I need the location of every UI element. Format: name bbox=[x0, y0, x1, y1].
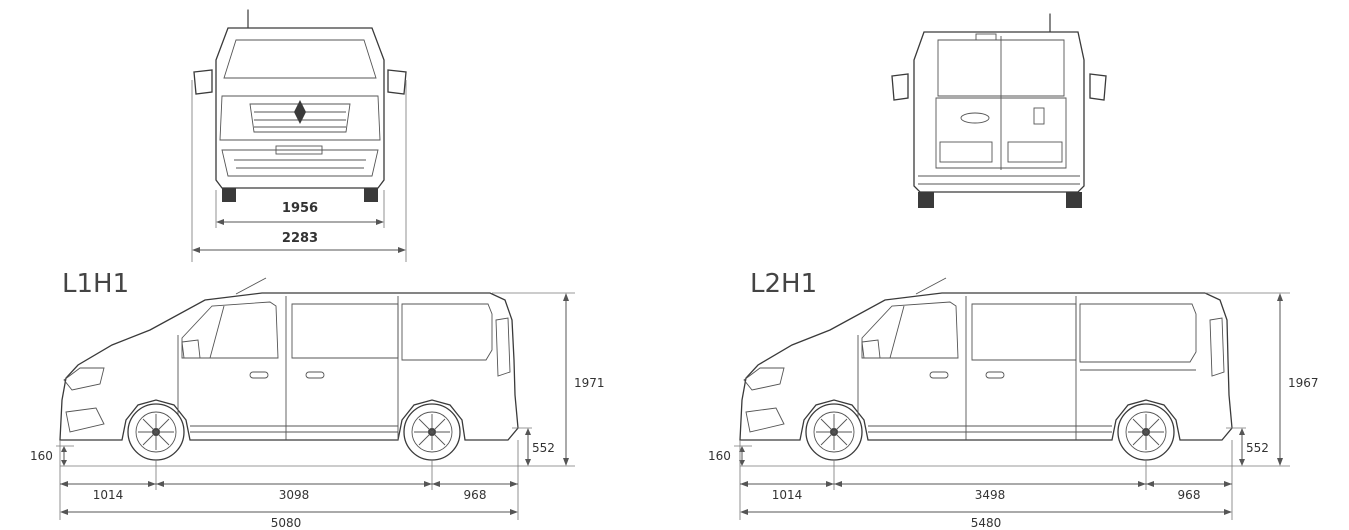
sill-height-dimension-l2h1: 552 bbox=[1226, 427, 1269, 466]
front-track-dimension: 1956 bbox=[215, 190, 385, 228]
overall-width-label: 2283 bbox=[282, 231, 318, 246]
side-view-van-l2h1 bbox=[739, 277, 1233, 461]
rear-overhang-label-l1h1: 968 bbox=[464, 488, 487, 502]
overall-length-dimension-l1h1: 5080 bbox=[60, 509, 518, 530]
sill-height-label-l2h1: 552 bbox=[1246, 441, 1269, 455]
overall-length-label-l2h1: 5480 bbox=[971, 516, 1002, 530]
front-overhang-label-l2h1: 1014 bbox=[772, 488, 803, 502]
height-label-l1h1: 1971 bbox=[574, 376, 605, 390]
ground-clearance-label-l2h1: 160 bbox=[708, 449, 731, 463]
overall-length-dimension-l2h1: 5480 bbox=[740, 509, 1232, 530]
sill-height-label-l1h1: 552 bbox=[532, 441, 555, 455]
sill-height-dimension-l1h1: 552 bbox=[512, 427, 555, 466]
model-label-l2h1: L2H1 bbox=[750, 269, 817, 299]
wheelbase-label-l2h1: 3498 bbox=[975, 488, 1006, 502]
length-segments-l2h1: 1014 3498 968 bbox=[739, 440, 1233, 520]
rear-overhang-label-l2h1: 968 bbox=[1178, 488, 1201, 502]
ground-clearance-label-l1h1: 160 bbox=[30, 449, 53, 463]
overall-length-label-l1h1: 5080 bbox=[271, 516, 302, 530]
side-view-van-l1h1 bbox=[59, 277, 519, 461]
rear-view-van bbox=[891, 13, 1107, 208]
front-overhang-label-l1h1: 1014 bbox=[93, 488, 124, 502]
ground-clearance-dimension-l1h1: 160 bbox=[30, 445, 74, 466]
track-width-label: 1956 bbox=[282, 201, 318, 216]
height-label-l2h1: 1967 bbox=[1288, 376, 1319, 390]
ground-clearance-dimension-l2h1: 160 bbox=[708, 445, 752, 466]
height-dimension-l2h1: 1967 bbox=[1205, 292, 1319, 466]
front-view-van bbox=[193, 9, 407, 202]
length-segments-l1h1: 1014 3098 968 bbox=[59, 440, 519, 520]
height-dimension-l1h1: 1971 bbox=[492, 292, 605, 466]
model-label-l1h1: L1H1 bbox=[62, 269, 129, 299]
wheelbase-label-l1h1: 3098 bbox=[279, 488, 310, 502]
front-width-dimension: 2283 bbox=[191, 80, 407, 262]
